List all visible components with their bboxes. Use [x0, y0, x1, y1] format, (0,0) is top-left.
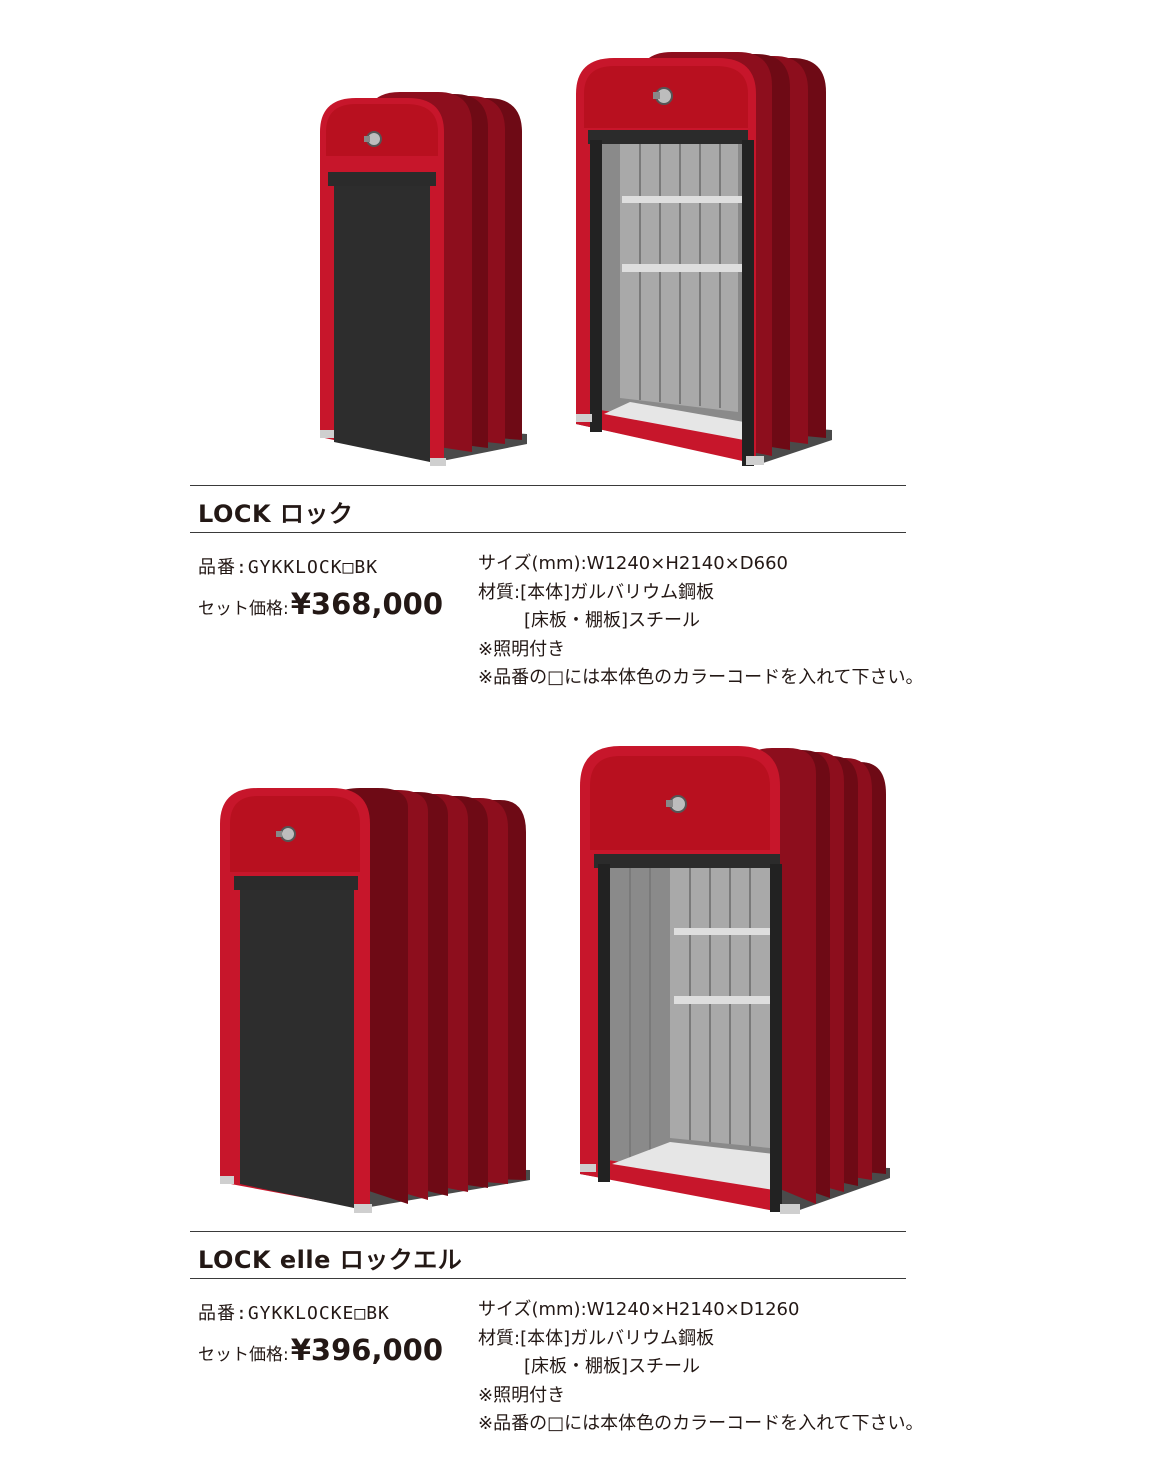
product-title: LOCK ロック	[198, 500, 354, 528]
lighting-note: ※照明付き	[478, 1384, 566, 1406]
size-spec: サイズ(mm):W1240×H2140×D660	[478, 553, 788, 574]
lock-closed-image	[320, 92, 527, 466]
lock-open-image	[576, 52, 832, 466]
price-label: セット価格:	[198, 1345, 289, 1365]
material-spec-sub: [床板・棚板]スチール	[524, 1356, 701, 1377]
price-value: ¥368,000	[289, 587, 447, 621]
price-label: セット価格:	[198, 599, 289, 619]
part-number: 品番:GYKKLOCK□BK	[198, 557, 379, 578]
lock-elle-closed-image	[220, 788, 530, 1213]
title-rule-bottom	[190, 532, 906, 533]
material-spec: 材質:[本体]ガルバリウム鋼板	[478, 1327, 715, 1349]
price-block: 品番:GYKKLOCKE□BK セット価格:¥396,000	[198, 1299, 447, 1367]
part-number: 品番:GYKKLOCKE□BK	[198, 1303, 390, 1324]
product-title: LOCK elle ロックエル	[198, 1246, 463, 1274]
title-rule-top	[190, 485, 906, 486]
material-spec-sub: [床板・棚板]スチール	[524, 610, 701, 631]
size-spec: サイズ(mm):W1240×H2140×D1260	[478, 1299, 800, 1320]
title-rule-top	[190, 1231, 906, 1232]
spec-list: サイズ(mm):W1240×H2140×D660 材質:[本体]ガルバリウム鋼板…	[478, 550, 924, 693]
color-code-note: ※品番の□には本体色のカラーコードを入れて下さい。	[478, 1413, 924, 1434]
price-value: ¥396,000	[289, 1333, 447, 1367]
lighting-note: ※照明付き	[478, 638, 566, 660]
price-block: 品番:GYKKLOCK□BK セット価格:¥368,000	[198, 553, 447, 621]
lock-elle-open-image	[580, 746, 890, 1214]
color-code-note: ※品番の□には本体色のカラーコードを入れて下さい。	[478, 667, 924, 688]
title-rule-bottom	[190, 1278, 906, 1279]
material-spec: 材質:[本体]ガルバリウム鋼板	[478, 581, 715, 603]
spec-list: サイズ(mm):W1240×H2140×D1260 材質:[本体]ガルバリウム鋼…	[478, 1296, 924, 1439]
